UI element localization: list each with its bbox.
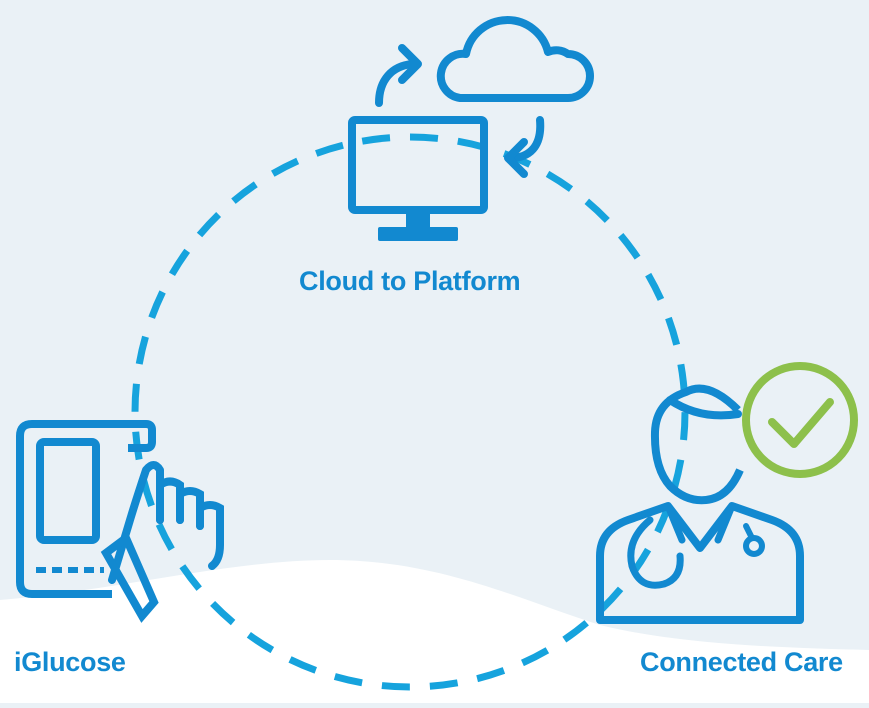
connected-care-label: Connected Care [640,647,843,677]
sync-arrows-icon [375,44,545,178]
stethoscope-icon [627,516,765,589]
platform-icon-group [348,16,594,241]
platform-label: Cloud to Platform [299,266,521,296]
iglucose-icon-group [16,420,224,623]
iglucose-label: iGlucose [14,647,126,677]
background-hill [0,560,869,703]
doctor-icon [596,384,804,624]
care-icon-group [596,362,858,624]
dashed-cycle-circle [131,133,689,691]
monitor-icon [348,116,488,241]
cloud-icon [436,16,594,102]
glucose-meter-icon [16,420,156,598]
checkmark-badge-icon [742,362,858,478]
hand-pointer-icon [100,461,224,623]
